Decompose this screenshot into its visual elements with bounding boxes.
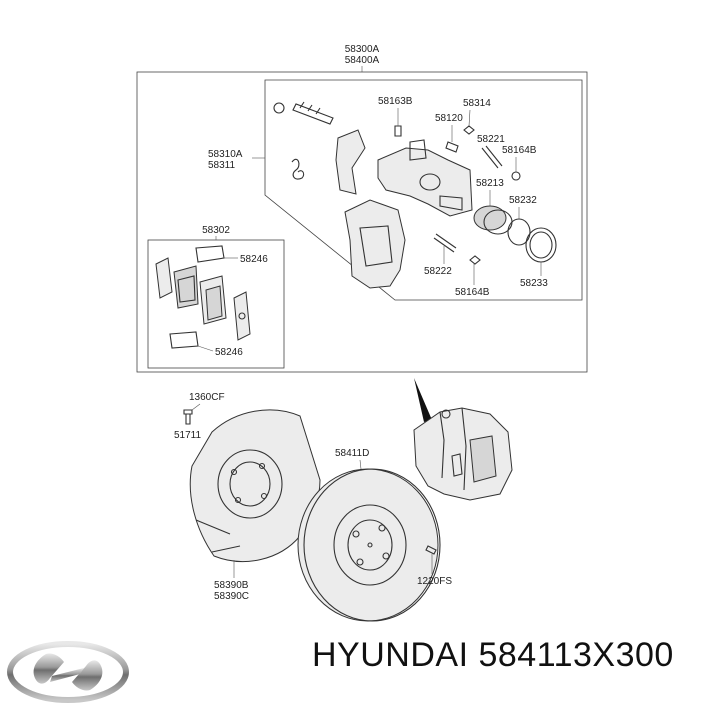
label-seal: 58232 (509, 195, 537, 206)
label-caliper-2: 58311 (208, 160, 236, 171)
label-pin-upper: 58120 (435, 113, 463, 124)
label-cap: 58314 (463, 98, 491, 109)
leader-screw (191, 403, 201, 411)
assembled-caliper (413, 407, 513, 501)
label-bleeder: 58163B (378, 96, 413, 107)
label-shim-top: 58246 (240, 254, 268, 265)
caliper-parts (273, 101, 557, 289)
caliper-frame (264, 79, 583, 301)
outer-frame (136, 71, 588, 373)
label-pad-kit: 58302 (202, 225, 230, 236)
label-disc-screw: 1220FS (417, 576, 452, 587)
label-assembly-1: 58300A (345, 44, 380, 55)
label-piston: 58213 (476, 178, 504, 189)
label-washer: 51711 (174, 430, 202, 441)
label-assembly-2: 58400A (345, 55, 380, 66)
label-ring: 58233 (520, 278, 548, 289)
brake-disc (297, 468, 441, 622)
label-caliper-1: 58310A (208, 149, 243, 160)
label-dust-cover-1: 58390B (214, 580, 249, 591)
label-boot-upper: 58221 (477, 134, 505, 145)
label-screw: 1360CF (189, 392, 225, 403)
label-bolt-upper: 58164B (502, 145, 537, 156)
brake-pads (155, 245, 251, 349)
disc-screw-icon (425, 545, 437, 555)
leader-cap (468, 109, 471, 127)
assembly-arrow (414, 378, 432, 422)
label-shim-bottom: 58246 (215, 347, 243, 358)
part-caption: HYUNDAI 584113X300 (312, 636, 674, 674)
label-dust-cover-2: 58390C (214, 591, 249, 602)
leader-shim-bottom (197, 345, 214, 352)
label-bolt-lower: 58164B (455, 287, 490, 298)
hyundai-logo (6, 640, 130, 704)
dust-cover (189, 409, 321, 562)
label-disc: 58411D (335, 448, 369, 459)
label-boot-lower: 58222 (424, 266, 452, 277)
screw-icon (183, 409, 193, 425)
